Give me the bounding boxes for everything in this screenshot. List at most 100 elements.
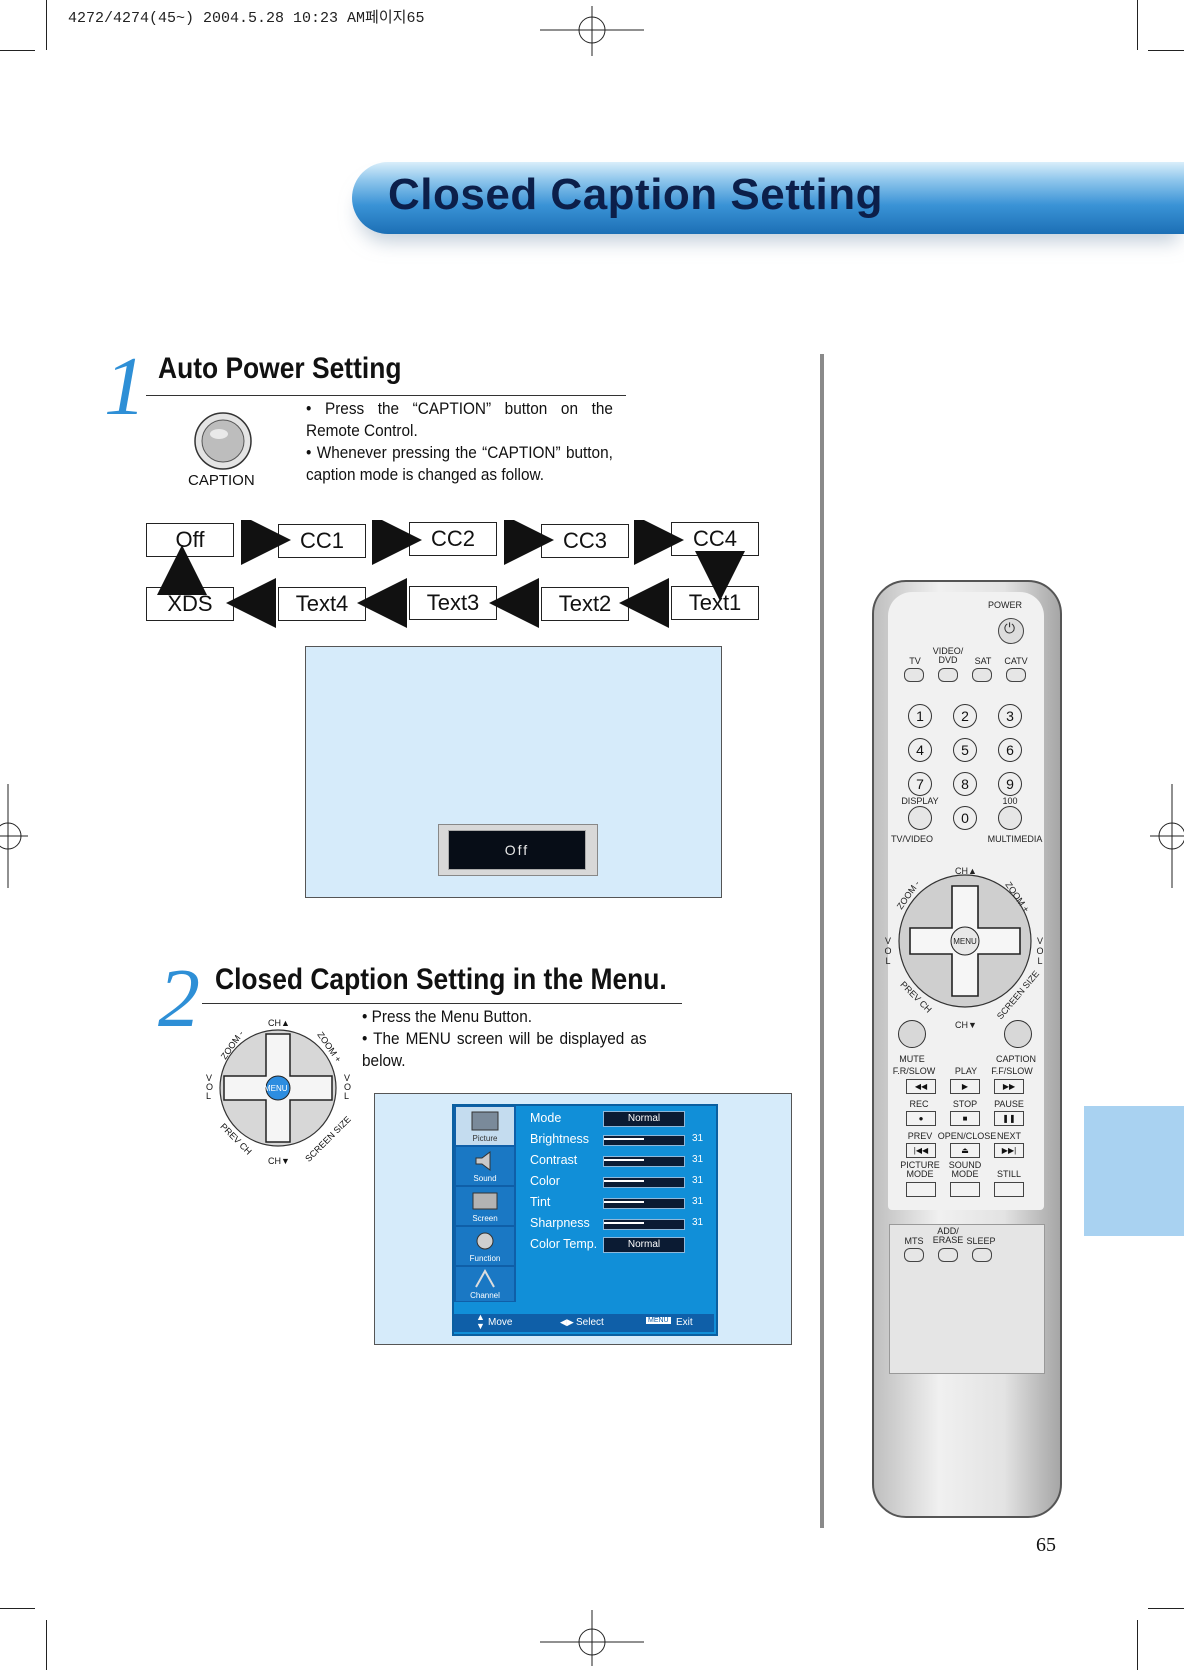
dpad-vol-right: VOL	[344, 1073, 352, 1101]
number-button-5[interactable]: 5	[953, 738, 977, 762]
transport-label: NEXT	[996, 1131, 1021, 1141]
registration-mark-left	[0, 784, 28, 888]
stop-button[interactable]: ■	[950, 1111, 980, 1126]
display-button[interactable]	[908, 806, 932, 830]
crop-mark	[0, 50, 35, 51]
step-number-1: 1	[104, 340, 146, 433]
dpad-ch-up: CH▲	[268, 1018, 290, 1028]
footer-exit: Exit	[676, 1317, 693, 1328]
footer-move: Move	[488, 1317, 513, 1328]
number-button-2[interactable]: 2	[953, 704, 977, 728]
menu-tab-label: Sound	[473, 1174, 497, 1183]
sat-button[interactable]	[972, 668, 992, 682]
dpad-vol-left: VOL	[206, 1073, 214, 1101]
source-label-sat: SAT	[974, 656, 992, 666]
tint-slider[interactable]	[603, 1198, 685, 1209]
caption-button-icon	[194, 412, 252, 470]
contrast-slider[interactable]	[603, 1156, 685, 1167]
caption-osd-value: Off	[448, 830, 586, 870]
remote-ch-down-button[interactable]	[952, 954, 978, 996]
menu-tab-label: Screen	[472, 1214, 498, 1223]
menu-row-label[interactable]: Color Temp.	[530, 1237, 598, 1251]
mute-button[interactable]	[898, 1020, 926, 1048]
sound-mode-button[interactable]	[950, 1182, 980, 1197]
remote-menu-button[interactable]: MENU	[953, 937, 977, 946]
leftright-icon: ◀▶	[560, 1317, 574, 1327]
transport-label: PAUSE	[994, 1099, 1024, 1109]
menu-row-label[interactable]: Sharpness	[530, 1216, 590, 1230]
hundred-label: 100	[1002, 796, 1018, 806]
menu-row-value[interactable]: Normal	[603, 1237, 685, 1253]
menu-row-label[interactable]: Mode	[530, 1111, 562, 1125]
remote-vol-right-button[interactable]	[978, 928, 1020, 954]
number-button-0[interactable]: 0	[953, 806, 977, 830]
bullet-text: • The MENU screen will be displayed as b…	[362, 1030, 647, 1070]
slider-fill	[604, 1159, 644, 1161]
page-number: 65	[1036, 1534, 1056, 1556]
number-button-1[interactable]: 1	[908, 704, 932, 728]
footer-menu-key: MENU	[646, 1317, 671, 1324]
dpad-illustration	[219, 1029, 337, 1147]
menu-row-label[interactable]: Brightness	[530, 1132, 590, 1146]
play-button[interactable]: ▶	[950, 1079, 980, 1094]
open-close-button[interactable]: ⏏	[950, 1143, 980, 1158]
fast-forward-button[interactable]: ▶▶	[994, 1079, 1024, 1094]
sound-mode-label: SOUND MODE	[948, 1160, 982, 1179]
brightness-slider[interactable]	[603, 1135, 685, 1146]
picture-icon	[471, 1111, 499, 1131]
rec-button[interactable]: ●	[906, 1111, 936, 1126]
slider-fill	[604, 1180, 644, 1182]
registration-mark-top	[540, 6, 644, 56]
remote-vol-left-button[interactable]	[910, 928, 952, 954]
add-erase-button[interactable]	[938, 1248, 958, 1262]
remote-power-label: POWER	[988, 600, 1023, 610]
mts-button[interactable]	[904, 1248, 924, 1262]
sharpness-slider[interactable]	[603, 1219, 685, 1230]
menu-row-value[interactable]: Normal	[603, 1111, 685, 1127]
number-button-9[interactable]: 9	[998, 772, 1022, 796]
color-slider[interactable]	[603, 1177, 685, 1188]
number-button-7[interactable]: 7	[908, 772, 932, 796]
transport-label: PREV	[907, 1131, 933, 1141]
number-button-4[interactable]: 4	[908, 738, 932, 762]
sound-icon	[475, 1151, 491, 1171]
number-button-8[interactable]: 8	[953, 772, 977, 796]
footer-select: Select	[576, 1317, 604, 1328]
section-rule	[146, 395, 626, 396]
pause-button[interactable]: ❚❚	[994, 1111, 1024, 1126]
slider-fill	[604, 1201, 644, 1203]
mode-text4: Text4	[278, 587, 366, 621]
bullet-text: • Press the “CAPTION” button on the Remo…	[306, 400, 613, 440]
mode-text3: Text3	[409, 586, 497, 620]
function-icon	[476, 1232, 494, 1250]
sleep-button[interactable]	[972, 1248, 992, 1262]
section-title-cc-menu: Closed Caption Setting in the Menu.	[215, 963, 667, 996]
menu-row-label[interactable]: Contrast	[530, 1153, 578, 1167]
video-dvd-button[interactable]	[938, 668, 958, 682]
hundred-button[interactable]	[998, 806, 1022, 830]
mode-cc2: CC2	[409, 522, 497, 556]
display-label: DISPLAY	[901, 796, 939, 806]
catv-button[interactable]	[1006, 668, 1026, 682]
picture-mode-button[interactable]	[906, 1182, 936, 1197]
remote-ch-up-label: CH▲	[955, 866, 977, 876]
menu-row-label[interactable]: Tint	[530, 1195, 551, 1209]
caption-button[interactable]	[1004, 1020, 1032, 1048]
menu-tab-label: Picture	[472, 1134, 498, 1143]
slider-fill	[604, 1138, 644, 1140]
number-button-6[interactable]: 6	[998, 738, 1022, 762]
tv-button[interactable]	[904, 668, 924, 682]
still-label: STILL	[996, 1169, 1021, 1179]
prev-track-button[interactable]: |◀◀	[906, 1143, 936, 1158]
next-track-button[interactable]: ▶▶|	[994, 1143, 1024, 1158]
rewind-button[interactable]: ◀◀	[906, 1079, 936, 1094]
page-title: Closed Caption Setting	[388, 170, 883, 219]
menu-row-label[interactable]: Color	[530, 1174, 560, 1188]
section-rule	[202, 1003, 682, 1004]
power-button[interactable]	[998, 618, 1024, 644]
remote-ch-up-button[interactable]	[952, 886, 978, 928]
number-button-3[interactable]: 3	[998, 704, 1022, 728]
menu-row-value: 31	[692, 1217, 704, 1228]
still-button[interactable]	[994, 1182, 1024, 1197]
transport-label: REC	[909, 1099, 929, 1109]
